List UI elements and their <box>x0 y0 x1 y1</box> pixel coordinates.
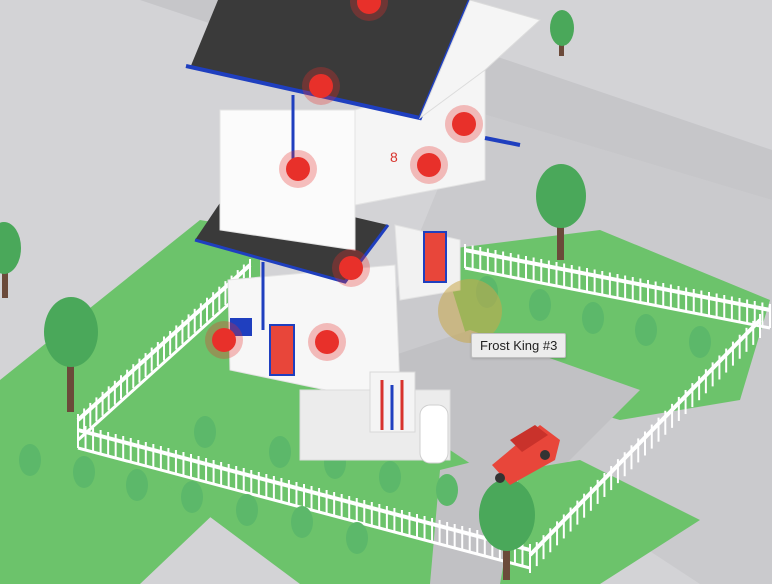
house-number-glyph: 8 <box>390 149 398 165</box>
shrub <box>194 416 216 448</box>
shrub <box>19 444 41 476</box>
tree-front <box>479 479 535 580</box>
shrub <box>582 302 604 334</box>
water-tank <box>419 404 449 464</box>
hotspot-upper-wall-left[interactable] <box>279 150 317 188</box>
roof-gable <box>418 0 542 120</box>
hotspot-attic-vent[interactable] <box>302 67 340 105</box>
hotspot-gable-window[interactable] <box>445 105 483 143</box>
tree-top-right <box>550 10 574 56</box>
shrub <box>436 474 458 506</box>
shrub <box>635 314 657 346</box>
shrub <box>689 326 711 358</box>
main-roof <box>190 0 470 118</box>
house-upper-wall <box>219 109 356 251</box>
hotspot-side-window[interactable] <box>205 321 243 359</box>
hotspot-upper-wall-right[interactable] <box>410 146 448 184</box>
shrub <box>379 461 401 493</box>
hotspot-garage-vent[interactable] <box>438 279 502 343</box>
hotspot-front-door[interactable] <box>308 323 346 361</box>
lower-window <box>230 318 252 336</box>
shrub <box>181 481 203 513</box>
fence-pickets <box>77 244 771 573</box>
shrub <box>529 289 551 321</box>
shrub <box>126 469 148 501</box>
tree-left-edge <box>0 222 21 298</box>
hotspot-roof-peak[interactable] <box>350 0 388 21</box>
shrub <box>291 506 313 538</box>
shrub <box>236 494 258 526</box>
shrub <box>346 522 368 554</box>
hotspot-layer <box>205 0 502 361</box>
hotspot-porch-roof[interactable] <box>332 249 370 287</box>
car <box>492 425 560 485</box>
shrub <box>73 456 95 488</box>
side-door <box>423 231 447 283</box>
tree-left <box>44 297 98 412</box>
front-door <box>269 324 295 376</box>
tree-right <box>536 164 586 260</box>
lawn-bottom-right <box>500 460 700 584</box>
hotspot-tooltip: Frost King #3 <box>471 333 567 358</box>
shrub <box>269 436 291 468</box>
